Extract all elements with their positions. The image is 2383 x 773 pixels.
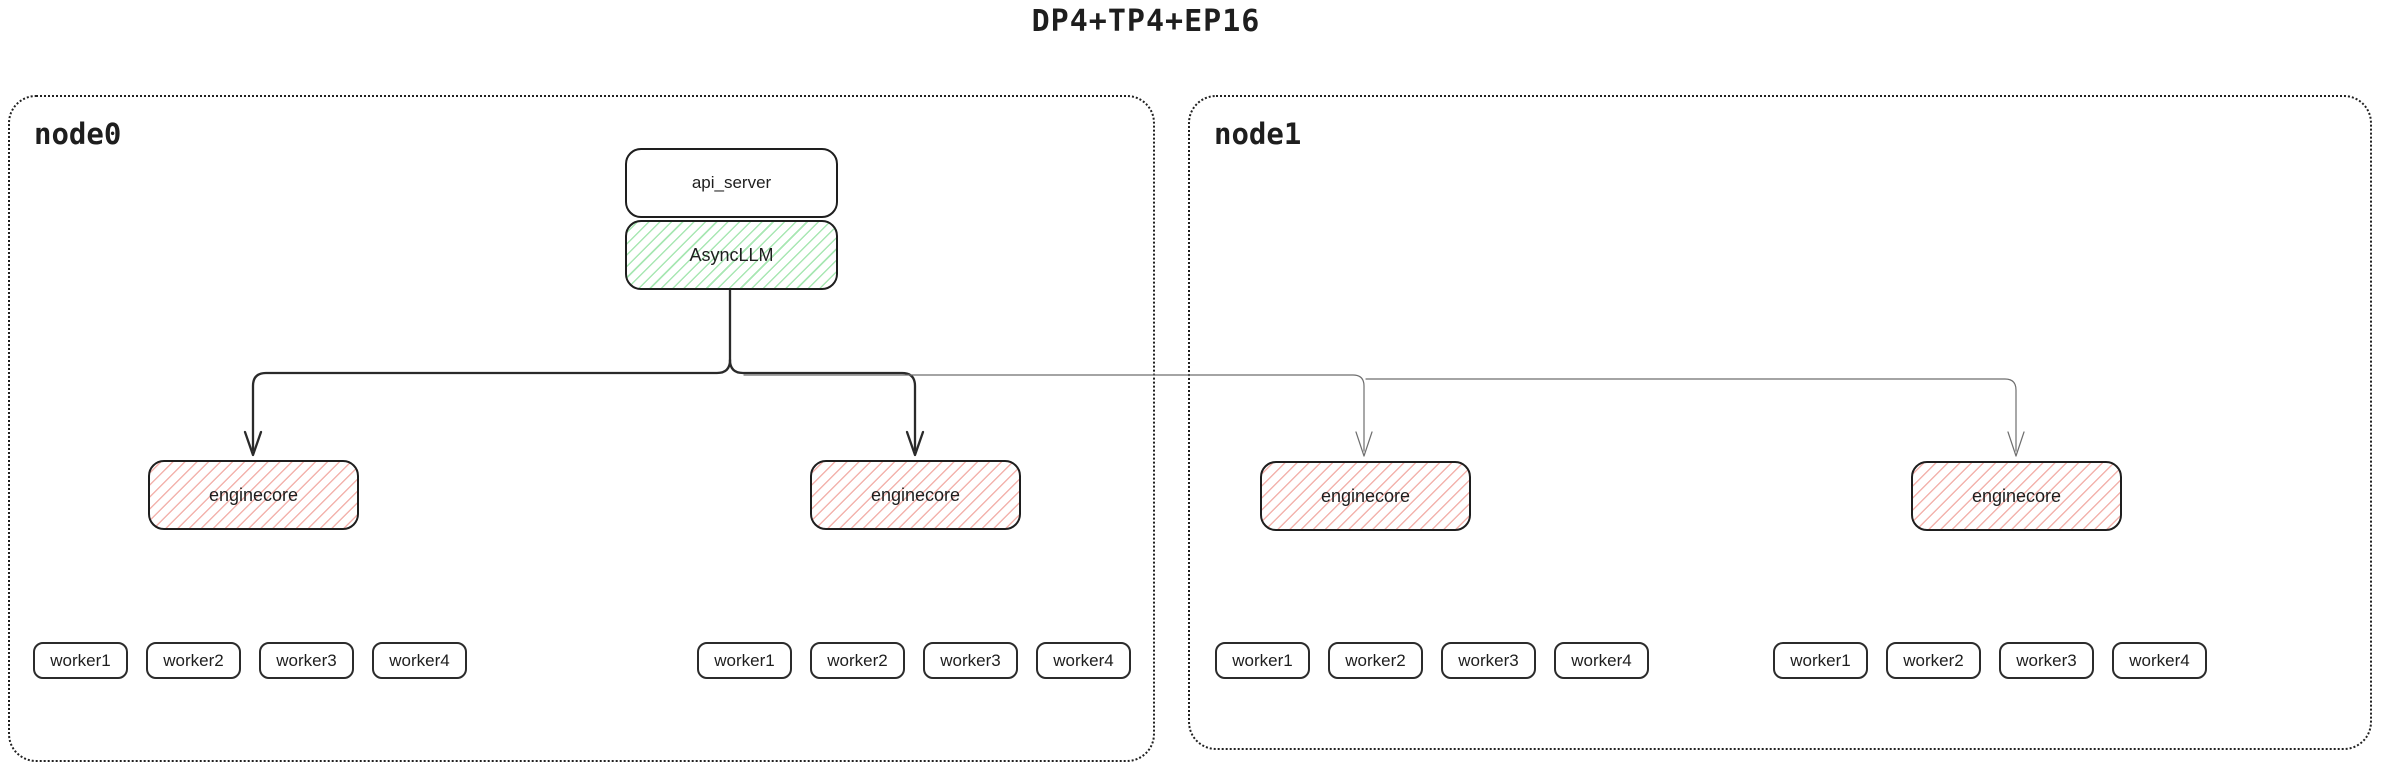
worker-group-node1-a: worker1 worker2 worker3 worker4: [1215, 642, 1649, 679]
worker-chip: worker1: [697, 642, 792, 679]
worker-chip: worker1: [1773, 642, 1868, 679]
worker-chip: worker4: [1036, 642, 1131, 679]
api-server-box: api_server: [625, 148, 838, 218]
node1-label: node1: [1214, 117, 1302, 151]
worker-chip: worker3: [923, 642, 1018, 679]
asyncllm-label: AsyncLLM: [689, 244, 774, 265]
worker-group-node0-a: worker1 worker2 worker3 worker4: [33, 642, 467, 679]
worker-chip: worker2: [1328, 642, 1423, 679]
worker-chip: worker3: [259, 642, 354, 679]
diagram-title: DP4+TP4+EP16: [1031, 4, 1261, 39]
worker-chip: worker4: [1554, 642, 1649, 679]
worker-chip: worker4: [372, 642, 467, 679]
enginecore-box-3: enginecore: [1260, 461, 1471, 531]
worker-chip: worker2: [1886, 642, 1981, 679]
worker-chip: worker2: [146, 642, 241, 679]
enginecore-box-4: enginecore: [1911, 461, 2122, 531]
worker-chip: worker1: [1215, 642, 1310, 679]
worker-group-node0-b: worker1 worker2 worker3 worker4: [697, 642, 1131, 679]
worker-chip: worker1: [33, 642, 128, 679]
enginecore-label-3: enginecore: [1320, 485, 1411, 506]
node0-label: node0: [34, 117, 122, 151]
worker-chip: worker2: [810, 642, 905, 679]
enginecore-label-2: enginecore: [870, 484, 961, 505]
enginecore-box-2: enginecore: [810, 460, 1021, 530]
worker-group-node1-b: worker1 worker2 worker3 worker4: [1773, 642, 2207, 679]
enginecore-box-1: enginecore: [148, 460, 359, 530]
worker-chip: worker3: [1441, 642, 1536, 679]
worker-chip: worker4: [2112, 642, 2207, 679]
enginecore-label-1: enginecore: [208, 484, 299, 505]
worker-chip: worker3: [1999, 642, 2094, 679]
enginecore-label-4: enginecore: [1971, 485, 2062, 506]
asyncllm-box: AsyncLLM: [625, 220, 838, 290]
api-server-label: api_server: [691, 173, 772, 192]
